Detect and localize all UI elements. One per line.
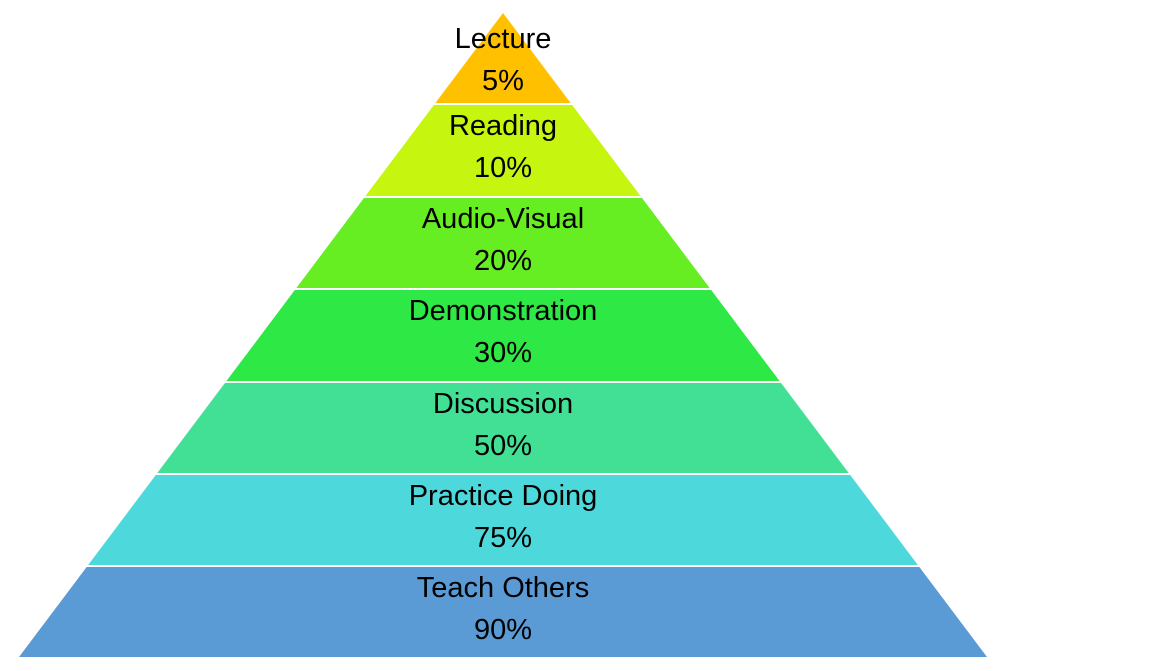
- pyramid-layer-audio-visual: [296, 198, 710, 288]
- layer-label: Reading: [448, 110, 558, 142]
- layer-value: 50%: [473, 430, 533, 462]
- layer-label: Discussion: [432, 388, 574, 420]
- layer-label: Audio-Visual: [421, 203, 585, 235]
- layer-label: Practice Doing: [408, 480, 598, 512]
- pyramid-layer-demonstration: [226, 290, 780, 381]
- pyramid-layer-discussion: [157, 383, 849, 473]
- layer-value: 20%: [473, 245, 533, 277]
- layer-value: 30%: [473, 337, 533, 369]
- pyramid-layer-teach-others: [19, 567, 987, 657]
- pyramid-layer-practice-doing: [88, 475, 918, 565]
- pyramid-layer-lecture: [435, 13, 571, 103]
- layer-label: Demonstration: [408, 295, 598, 327]
- layer-value: 90%: [473, 614, 533, 646]
- layer-label: Teach Others: [416, 572, 590, 604]
- layer-value: 10%: [473, 152, 533, 184]
- pyramid-layer-reading: [365, 105, 641, 196]
- layer-value: 5%: [482, 65, 524, 97]
- layer-label: Lecture: [454, 23, 552, 55]
- layer-value: 75%: [473, 522, 533, 554]
